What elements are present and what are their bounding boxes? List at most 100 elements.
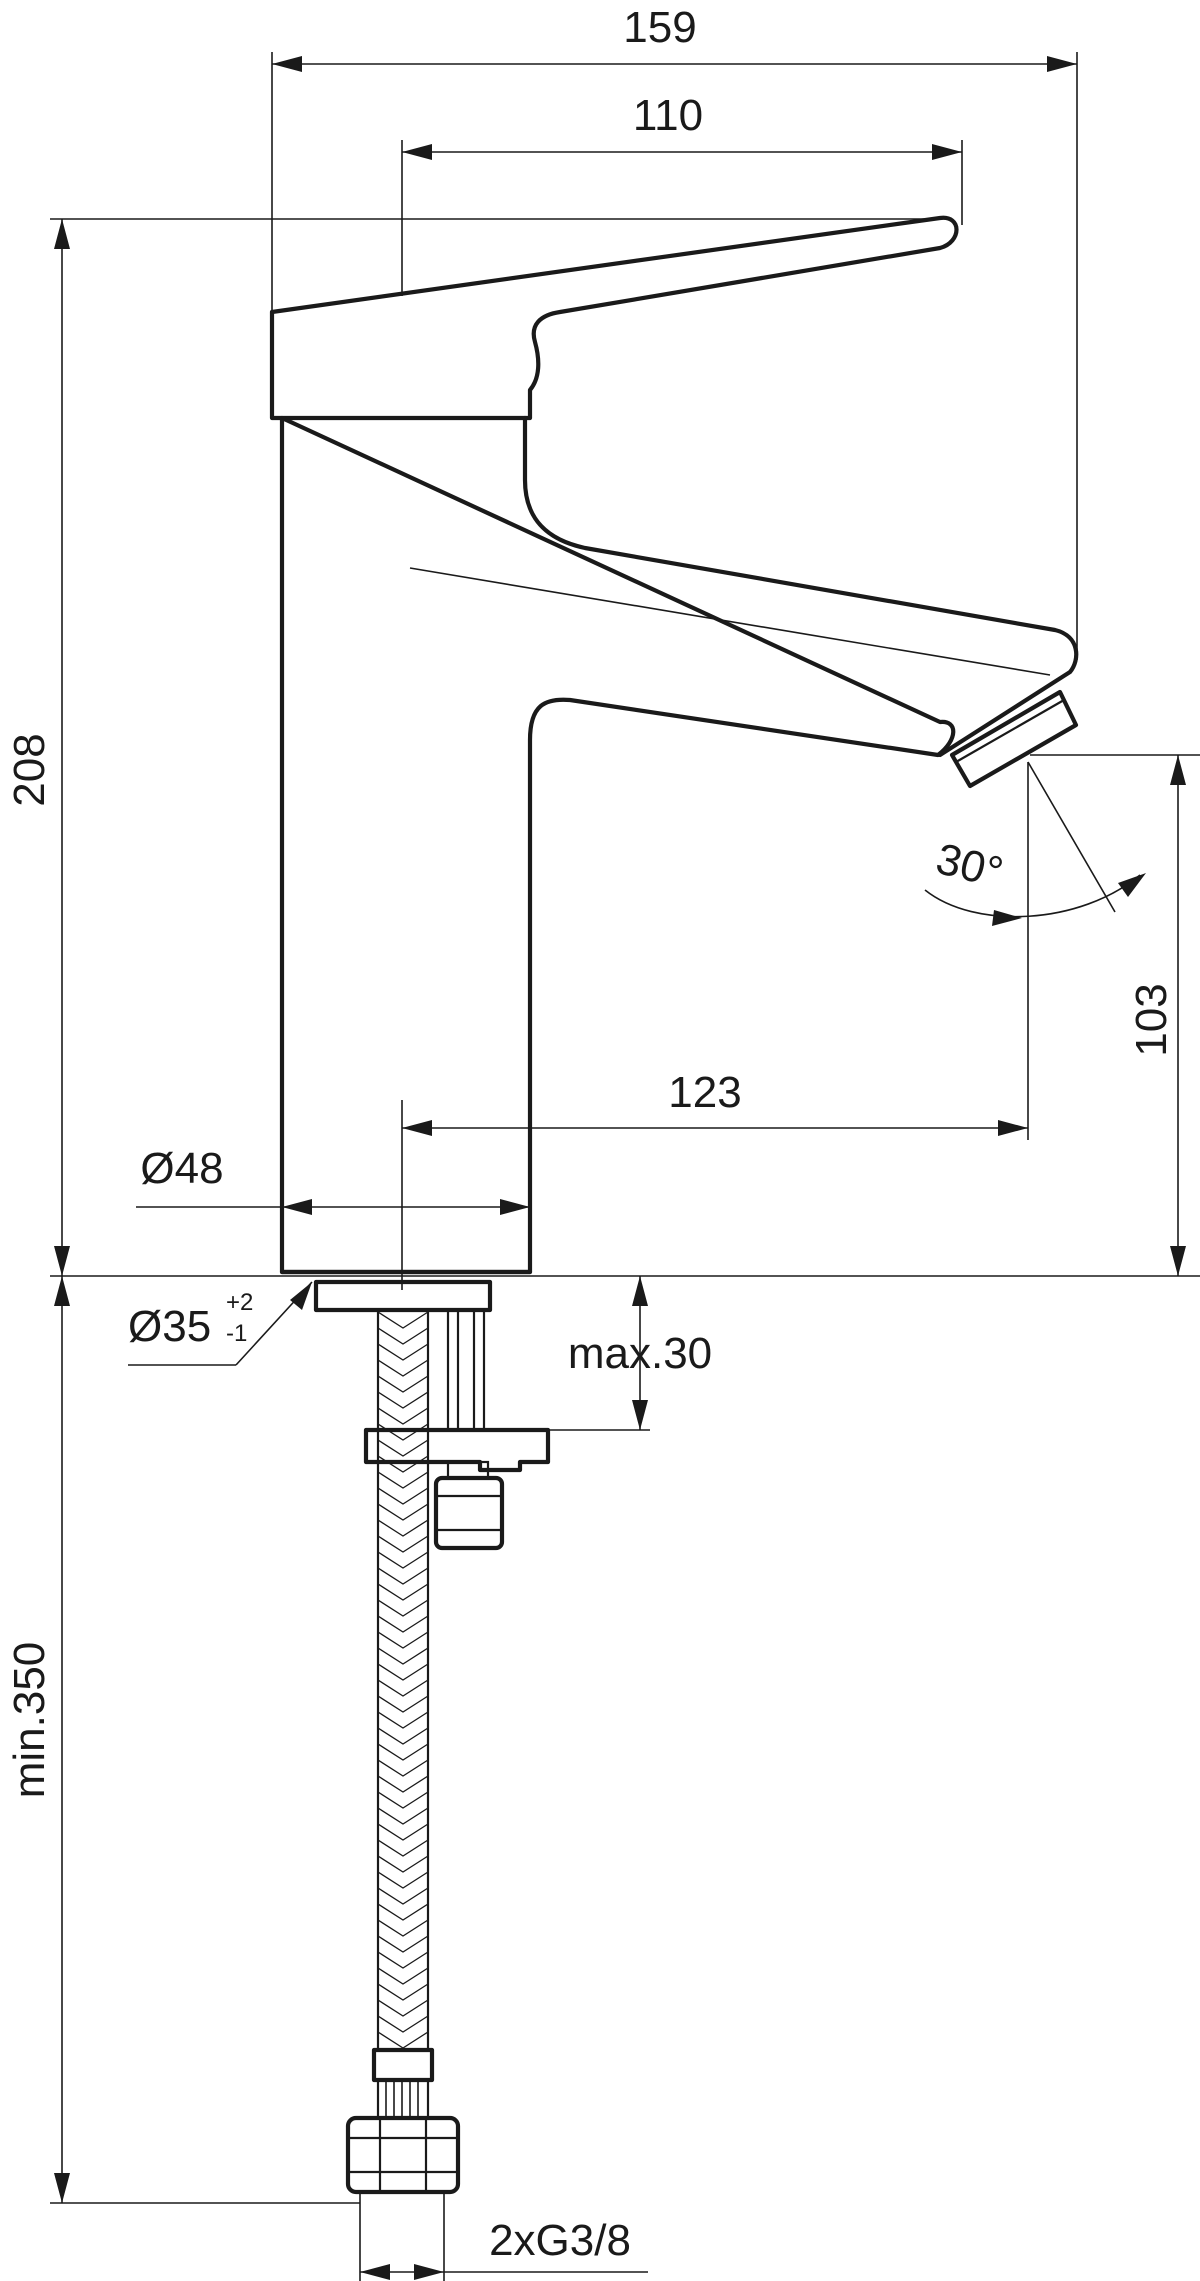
arrow-max30-top [632,1276,648,1306]
hose-braid-stroke [377,1711,429,1729]
fixing-plate [363,1427,551,1473]
arrow-208-top [54,219,70,249]
mounting-assembly [345,1308,551,2195]
spout [522,415,1079,758]
hose-braid-stroke [377,1775,429,1793]
hose-braid-stroke [377,1631,429,1649]
arrow-48-right [500,1199,530,1215]
hose-braid-stroke [377,1503,429,1521]
hose-braid-stroke [377,1343,429,1361]
hose-braid-stroke [377,1647,429,1665]
hose-braid-stroke [377,1935,429,1953]
hose-braid-stroke [377,1359,429,1377]
hose-braid-stroke [377,1423,429,1441]
aerator-ring [955,699,1065,763]
label-min350: min.350 [5,1642,54,1799]
lever-handle [269,215,959,421]
hose-braid-stroke [377,1663,429,1681]
arrow-103-bottom [1170,1246,1186,1276]
hose-braid-stroke [377,1727,429,1745]
hose-braid-stroke [377,1535,429,1553]
nut-collar [446,1460,490,1480]
label-159: 159 [623,3,696,52]
arrow-159-left [272,56,302,72]
hose-braid-stroke [377,1487,429,1505]
base-flange [313,1279,493,1313]
arrow-123-left [402,1120,432,1136]
hose-braid-stroke [377,1999,429,2017]
hose-braid-stroke [377,1327,429,1345]
label-connection: 2xG3/8 [489,2216,631,2265]
spout-centerline [409,567,1051,676]
hose-braid-stroke [377,1407,429,1425]
body-column [279,415,956,1275]
arrow-angle-right [1118,873,1146,897]
hose-braid-stroke [377,1871,429,1889]
label-123: 123 [668,1068,741,1117]
angle-ray [1027,761,1116,913]
label-tol-upper: +2 [226,1289,253,1316]
hose-braid-stroke [377,1679,429,1697]
hose-braid-stroke [377,1439,429,1457]
hose-braid-stroke [377,1615,429,1633]
fixing-nut [433,1475,505,1551]
hose-braid-stroke [377,1823,429,1841]
arrow-35 [290,1282,312,1310]
hose-braid-stroke [377,1951,429,1969]
hose-braid-stroke [377,1855,429,1873]
threaded-rod [446,1308,486,1432]
hose-braid-stroke [377,1743,429,1761]
hose-braid-stroke [377,1791,429,1809]
spindle-knurl [385,2080,419,2118]
arrow-48-left [282,1199,312,1215]
faucet-outline [269,215,1079,1313]
arrow-159-right [1047,56,1077,72]
arrow-350-top [54,1276,70,1306]
arrow-max30-bottom [632,1400,648,1430]
label-tol-lower: -1 [226,1320,247,1347]
hose-nut [345,2115,461,2195]
arrow-123-right [998,1120,1028,1136]
hose-braid-stroke [377,2031,429,2049]
hose-ferrule [371,2047,435,2083]
hose-braid-stroke [377,1311,429,1329]
arrow-350-bottom [54,2173,70,2203]
arrow-conn-left [360,2264,390,2280]
hose-braid-stroke [377,1919,429,1937]
dimension-lines [50,52,1200,2281]
arrow-208-bottom [54,1246,70,1276]
aerator [949,689,1079,789]
hose-braid-stroke [377,1695,429,1713]
arrow-angle-left [992,910,1022,926]
label-103: 103 [1127,983,1176,1056]
label-angle: 30° [931,834,1007,898]
label-208: 208 [5,733,54,806]
hose-braid-stroke [377,1983,429,2001]
arrow-conn-right [414,2264,444,2280]
hose-braid-stroke [377,2015,429,2033]
angle-arc [924,874,1141,918]
hose-braid-stroke [377,1887,429,1905]
hose-braid-pattern [377,1311,429,2049]
arrow-110-left [402,144,432,160]
hose-braid-stroke [377,1551,429,1569]
dimension-labels: 159 110 208 min.350 103 123 Ø48 Ø35 +2 -… [5,3,1176,2265]
hose-braid-stroke [377,1375,429,1393]
hose-braid-stroke [377,1759,429,1777]
hose-braid-stroke [377,1391,429,1409]
arrow-110-right [932,144,962,160]
hose-braid-stroke [377,1807,429,1825]
hose-braid-stroke [377,1903,429,1921]
hose-braid-stroke [377,1599,429,1617]
label-max30: max.30 [568,1329,712,1378]
arrow-103-top [1170,755,1186,785]
label-diameter-48: Ø48 [140,1144,223,1193]
hose-braid-stroke [377,1455,429,1473]
hose-braid-stroke [377,1583,429,1601]
label-diameter-35: Ø35 [128,1302,211,1351]
hose-braid-stroke [377,1471,429,1489]
hose-braid-stroke [377,1567,429,1585]
hose-braid-stroke [377,1967,429,1985]
hose-braid-stroke [377,1519,429,1537]
